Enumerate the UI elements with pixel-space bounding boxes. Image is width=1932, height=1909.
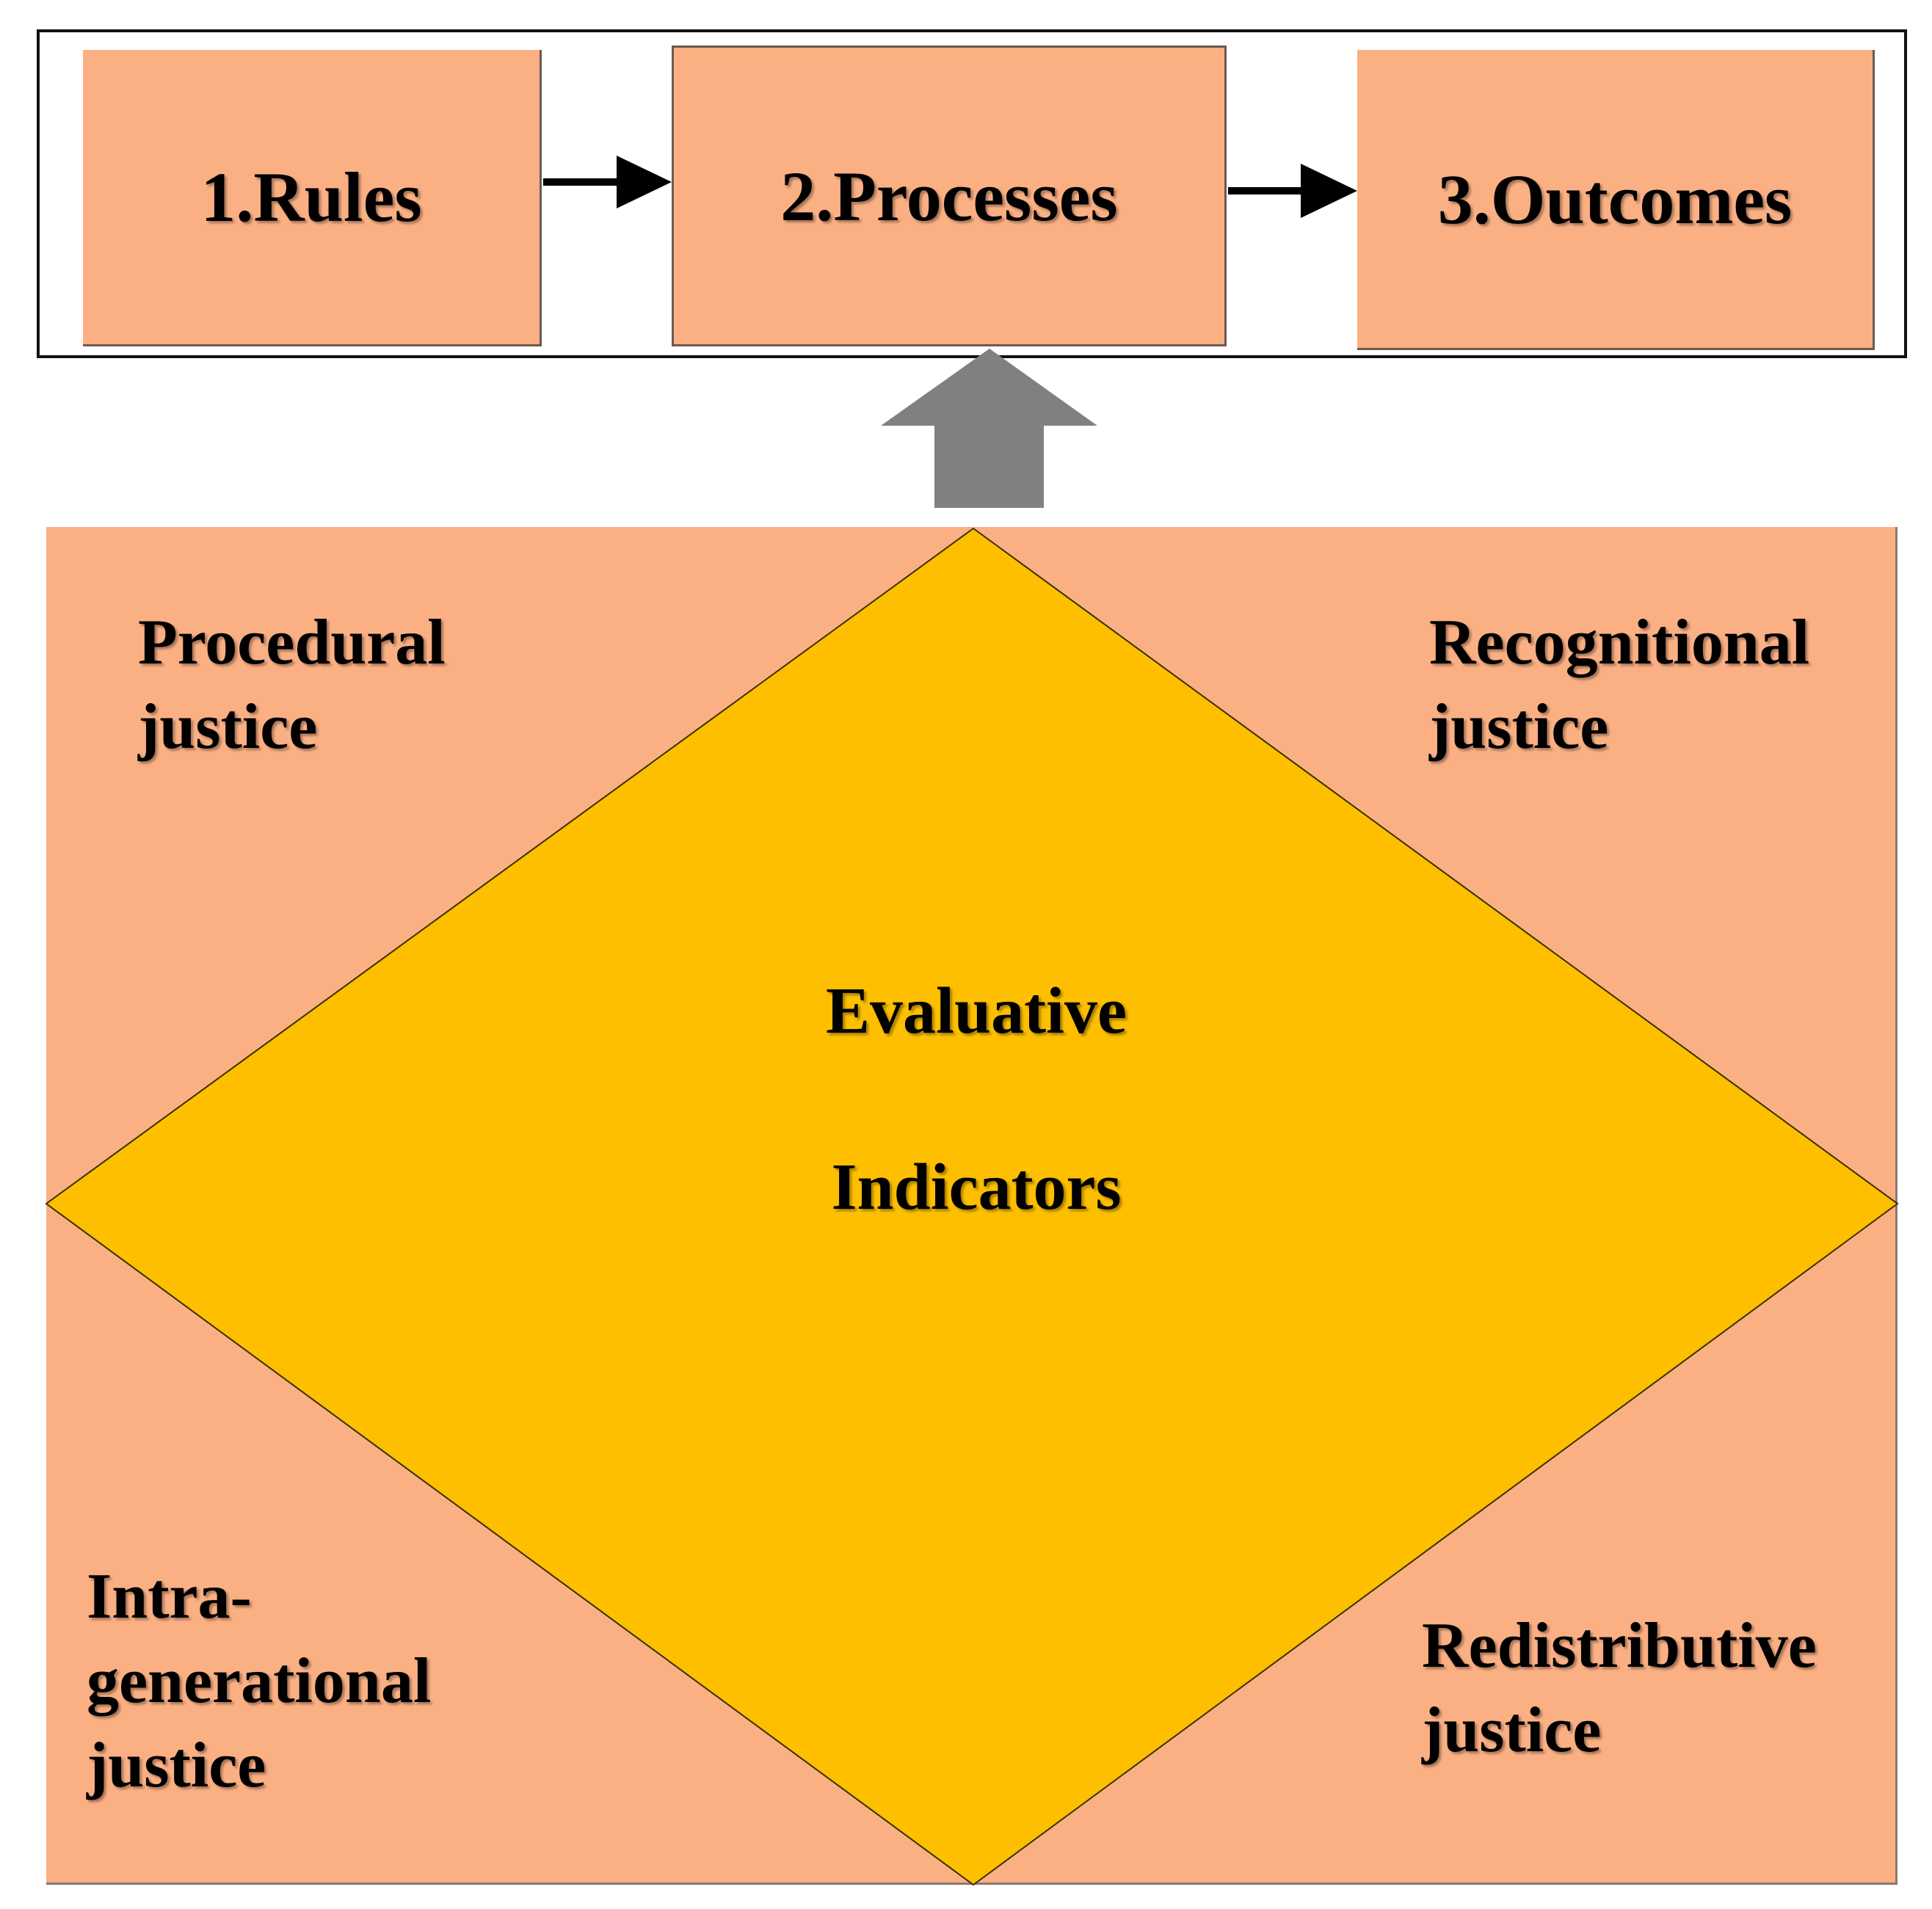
intragenerational-line-1: Intra- [87,1561,252,1632]
diamond-line-2: Indicators [831,1151,1122,1223]
intragenerational-line-3: justice [87,1730,266,1801]
recognitional-line-1: Recognitional [1429,607,1810,678]
step-rules-label: 1.Rules [200,158,422,236]
redistributive-line-1: Redistributive [1422,1610,1817,1681]
step-outcomes: 3.Outcomes [1357,50,1875,350]
step-outcomes-label: 3.Outcomes [1437,159,1793,239]
procedural-line-2: justice [138,691,318,763]
procedural-justice-label: Procedural justice [138,600,446,769]
up-arrow [881,349,1097,508]
diamond-label: Evaluative Indicators [807,923,1145,1276]
redistributive-justice-label: Redistributive justice [1422,1604,1817,1772]
evaluative-diamond [45,527,1899,1886]
step-rules: 1.Rules [83,50,542,346]
redistributive-line-2: justice [1422,1695,1602,1766]
flow-arrow-1 [543,156,672,208]
intragenerational-line-2: generational [87,1646,432,1717]
recognitional-justice-label: Recognitional justice [1429,600,1809,769]
procedural-line-1: Procedural [138,607,446,678]
diamond-line-1: Evaluative [825,975,1127,1047]
recognitional-line-2: justice [1429,691,1609,763]
intragenerational-justice-label: Intra- generational justice [87,1555,431,1808]
step-processes-label: 2.Processes [780,156,1118,236]
step-processes: 2.Processes [672,46,1227,346]
flow-arrow-2 [1228,164,1357,218]
